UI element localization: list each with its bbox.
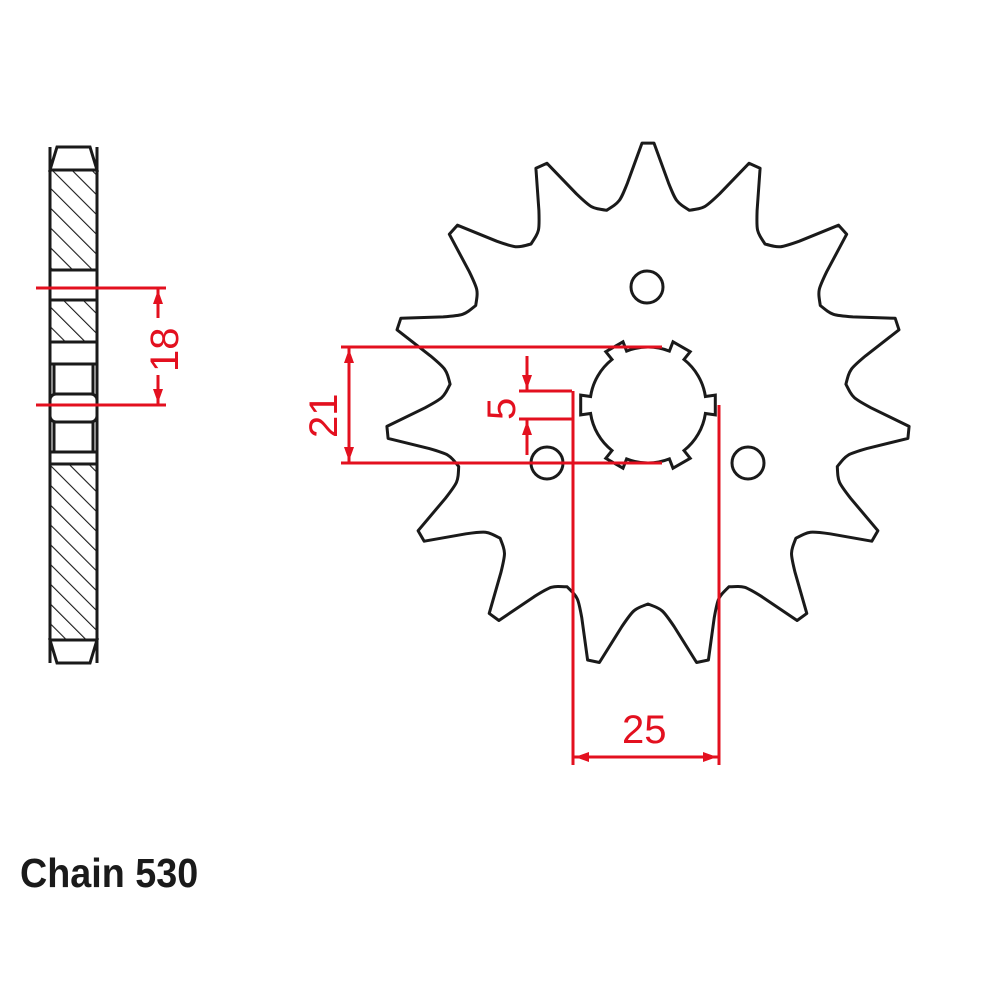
dimension-spline-od-label: 21: [302, 394, 346, 439]
bolt-hole: [629, 269, 665, 305]
side-hatched-middle: [48, 298, 99, 344]
dimension-thickness: [36, 286, 166, 407]
front-view: [385, 141, 911, 664]
chain-size-caption: Chain 530: [20, 850, 199, 896]
dimension-offset-label: 25: [622, 708, 667, 752]
dimension-thickness-label: 18: [143, 328, 187, 373]
side-spline-upper: [52, 362, 95, 396]
dimension-lines: [341, 345, 721, 765]
side-hatched-upper: [48, 168, 99, 272]
side-hatched-lower: [48, 462, 99, 642]
dimension-spline-width-label: 5: [480, 398, 524, 420]
side-top-chamfer: [47, 145, 100, 172]
bolt-hole: [730, 445, 766, 481]
side-spline-lower: [52, 420, 95, 454]
side-gap-4: [48, 450, 99, 466]
side-gap-3: [48, 392, 99, 424]
spline-hub-outline: [579, 339, 717, 471]
side-gap-2: [48, 340, 99, 366]
sprocket-outline: [385, 141, 911, 664]
side-gap-1: [48, 268, 99, 302]
side-bottom-chamfer: [47, 638, 100, 665]
